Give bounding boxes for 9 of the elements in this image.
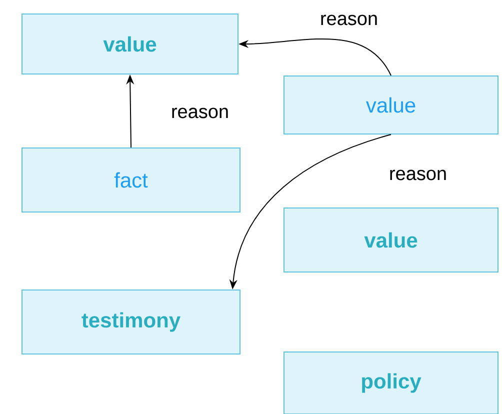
- edge-label: reason: [318, 14, 380, 26]
- text-box: policy: [284, 352, 498, 414]
- text-box: fact: [22, 148, 240, 212]
- edge-label: reason: [170, 106, 230, 120]
- text-box: value: [284, 208, 498, 272]
- text-box: value: [284, 76, 498, 134]
- edge-label: reason: [388, 168, 448, 182]
- text-box: value: [22, 14, 238, 74]
- text-box: testimony: [22, 290, 240, 354]
